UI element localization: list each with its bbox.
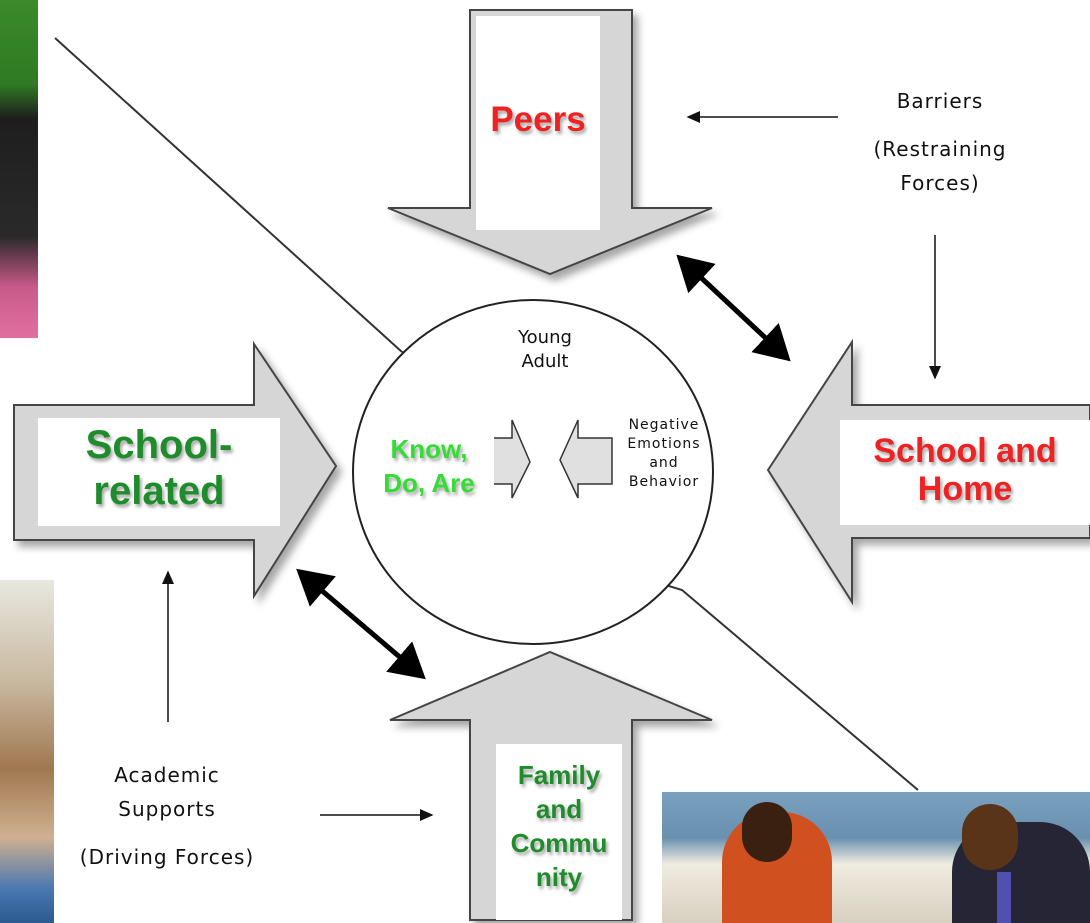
family-community-arrow <box>389 650 713 921</box>
young-adult-circle <box>352 299 714 645</box>
young-adult-line2: Adult <box>521 351 569 372</box>
negative-line3: and <box>649 455 679 471</box>
school-home-label: School and Home <box>848 432 1082 508</box>
family-line2: and <box>535 794 583 824</box>
peers-school-home-link <box>676 254 791 362</box>
family-line4: nity <box>535 862 583 892</box>
peers-arrow <box>387 9 713 276</box>
school-family-link <box>296 568 426 680</box>
photo-top-left <box>0 0 38 338</box>
teacher-head <box>962 804 1018 870</box>
barriers-line1: Barriers <box>896 89 984 113</box>
know-line: Know, <box>390 434 468 464</box>
school-home-line1: School and <box>873 432 1057 470</box>
supports-line3: (Driving Forces) <box>79 845 255 869</box>
negative-emotions-label: Negative Emotions and Behavior <box>612 416 716 492</box>
negative-inner-arrow <box>559 419 613 499</box>
do-are-line: Do, Are <box>383 468 475 498</box>
know-do-are-label: Know, Do, Are <box>366 432 492 500</box>
school-related-line1: School- <box>85 423 233 467</box>
young-adult-label: Young Adult <box>490 326 600 374</box>
connector-line-top-left <box>54 37 403 353</box>
school-related-arrow <box>13 340 338 600</box>
family-line1: Family <box>517 760 601 790</box>
student-head <box>742 802 792 862</box>
barriers-line2: (Restraining <box>873 137 1007 161</box>
young-adult-line1: Young <box>518 327 572 348</box>
barriers-line3: Forces) <box>900 171 980 195</box>
family-community-label: Family and Commu nity <box>496 758 622 894</box>
school-home-arrow <box>766 338 1090 606</box>
supports-label: Academic Supports (Driving Forces) <box>62 758 272 874</box>
barriers-label: Barriers (Restraining Forces) <box>850 84 1030 200</box>
school-related-label: School- related <box>38 422 280 514</box>
photo-bottom-left <box>0 580 54 923</box>
peers-label: Peers <box>490 100 586 139</box>
school-home-line2: Home <box>917 470 1013 508</box>
negative-line4: Behavior <box>628 474 700 490</box>
supports-line2: Supports <box>118 797 216 821</box>
photo-bottom-right <box>662 792 1090 923</box>
teacher-tie <box>997 872 1011 923</box>
supports-line1: Academic <box>114 763 220 787</box>
negative-line1: Negative <box>628 417 700 433</box>
negative-line2: Emotions <box>627 436 701 452</box>
positive-inner-arrow <box>372 419 531 520</box>
family-line3: Commu <box>510 828 608 858</box>
school-related-line2: related <box>93 469 225 513</box>
